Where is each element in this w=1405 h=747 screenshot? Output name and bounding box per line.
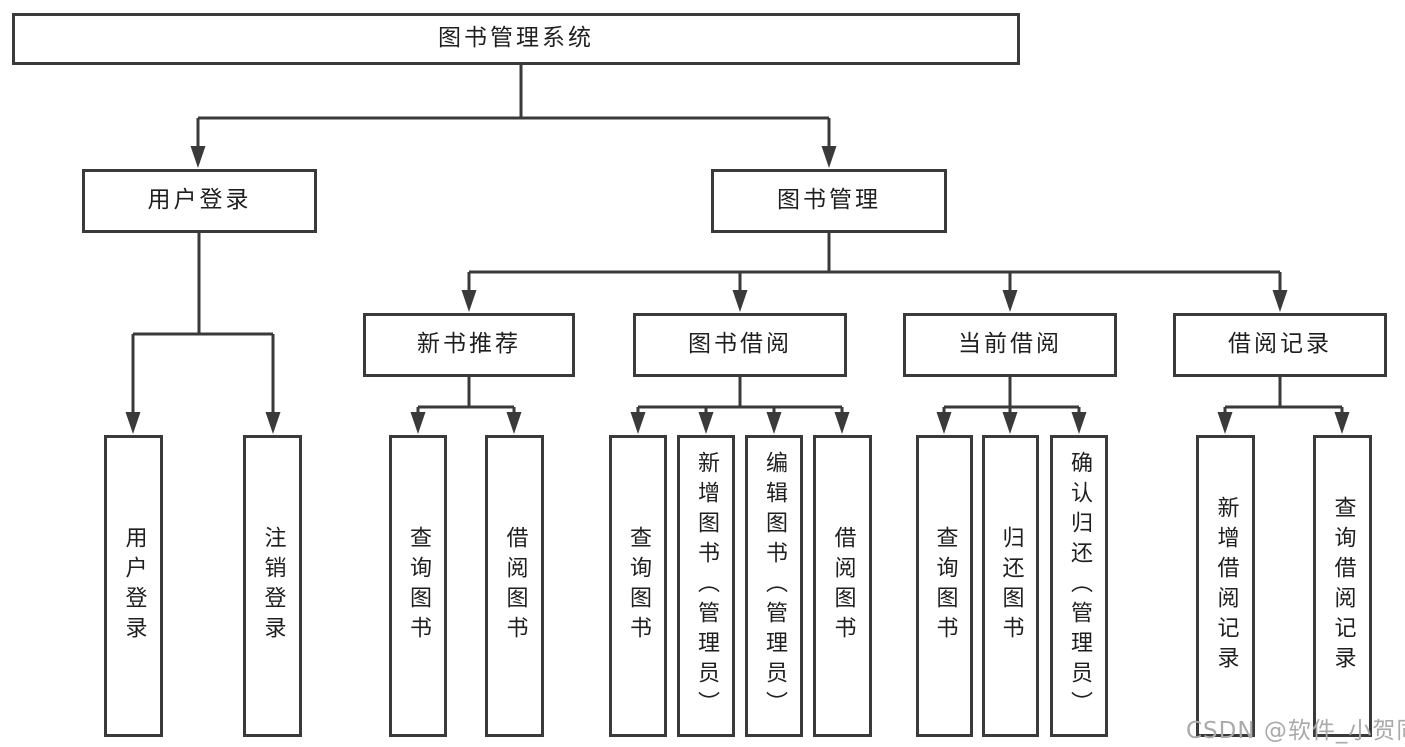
node-borrow-record: 借阅记录: [1173, 313, 1387, 377]
leaf-confirm-return-admin: 确认归还（管理员）: [1050, 435, 1108, 737]
arrow-icon: [506, 412, 522, 434]
arrow-icon: [461, 290, 477, 312]
arrow-icon: [410, 412, 426, 434]
arrow-icon: [834, 412, 850, 434]
node-new-book-rec: 新书推荐: [363, 313, 575, 377]
arrow-icon: [1334, 412, 1350, 434]
leaf-edit-books-admin: 编辑图书（管理员）: [745, 435, 803, 737]
leaf-logout: 注销登录: [243, 435, 302, 737]
connector-borrow-record: [1223, 377, 1344, 414]
leaf-add-borrow-record: 新增借阅记录: [1196, 435, 1255, 737]
arrow-icon: [821, 146, 837, 168]
connector-new-book-rec: [416, 377, 516, 414]
arrow-icon: [1002, 290, 1018, 312]
leaf-user-login: 用户登录: [104, 435, 163, 737]
arrow-icon: [125, 412, 141, 434]
connector-book-mgmt: [467, 233, 1282, 293]
leaf-query-borrow-record: 查询借阅记录: [1313, 435, 1372, 737]
connector-user-login: [131, 233, 275, 414]
connector-root: [196, 65, 831, 148]
leaf-query-books-1: 查询图书: [389, 435, 447, 737]
arrow-icon: [1002, 412, 1018, 434]
node-book-mgmt: 图书管理: [711, 169, 947, 233]
arrow-icon: [698, 412, 714, 434]
leaf-borrow-books-1: 借阅图书: [485, 435, 544, 737]
node-book-borrow: 图书借阅: [633, 313, 847, 377]
arrow-icon: [190, 146, 206, 168]
arrow-icon: [1071, 412, 1087, 434]
arrow-icon: [1272, 290, 1288, 312]
arrow-icon: [265, 412, 281, 434]
connector-current-borrow: [942, 377, 1081, 414]
leaf-query-books-2: 查询图书: [609, 435, 667, 737]
node-root: 图书管理系统: [12, 13, 1020, 65]
arrow-icon: [936, 412, 952, 434]
leaf-query-books-3: 查询图书: [916, 435, 973, 737]
connector-book-borrow: [636, 377, 844, 414]
arrow-icon: [630, 412, 646, 434]
arrow-icon: [1217, 412, 1233, 434]
leaf-borrow-books-2: 借阅图书: [813, 435, 872, 737]
arrow-icon: [766, 412, 782, 434]
leaf-add-books-admin: 新增图书（管理员）: [677, 435, 735, 737]
leaf-return-books: 归还图书: [982, 435, 1039, 737]
node-user-login: 用户登录: [82, 169, 317, 233]
node-current-borrow: 当前借阅: [903, 313, 1117, 377]
arrow-icon: [732, 290, 748, 312]
